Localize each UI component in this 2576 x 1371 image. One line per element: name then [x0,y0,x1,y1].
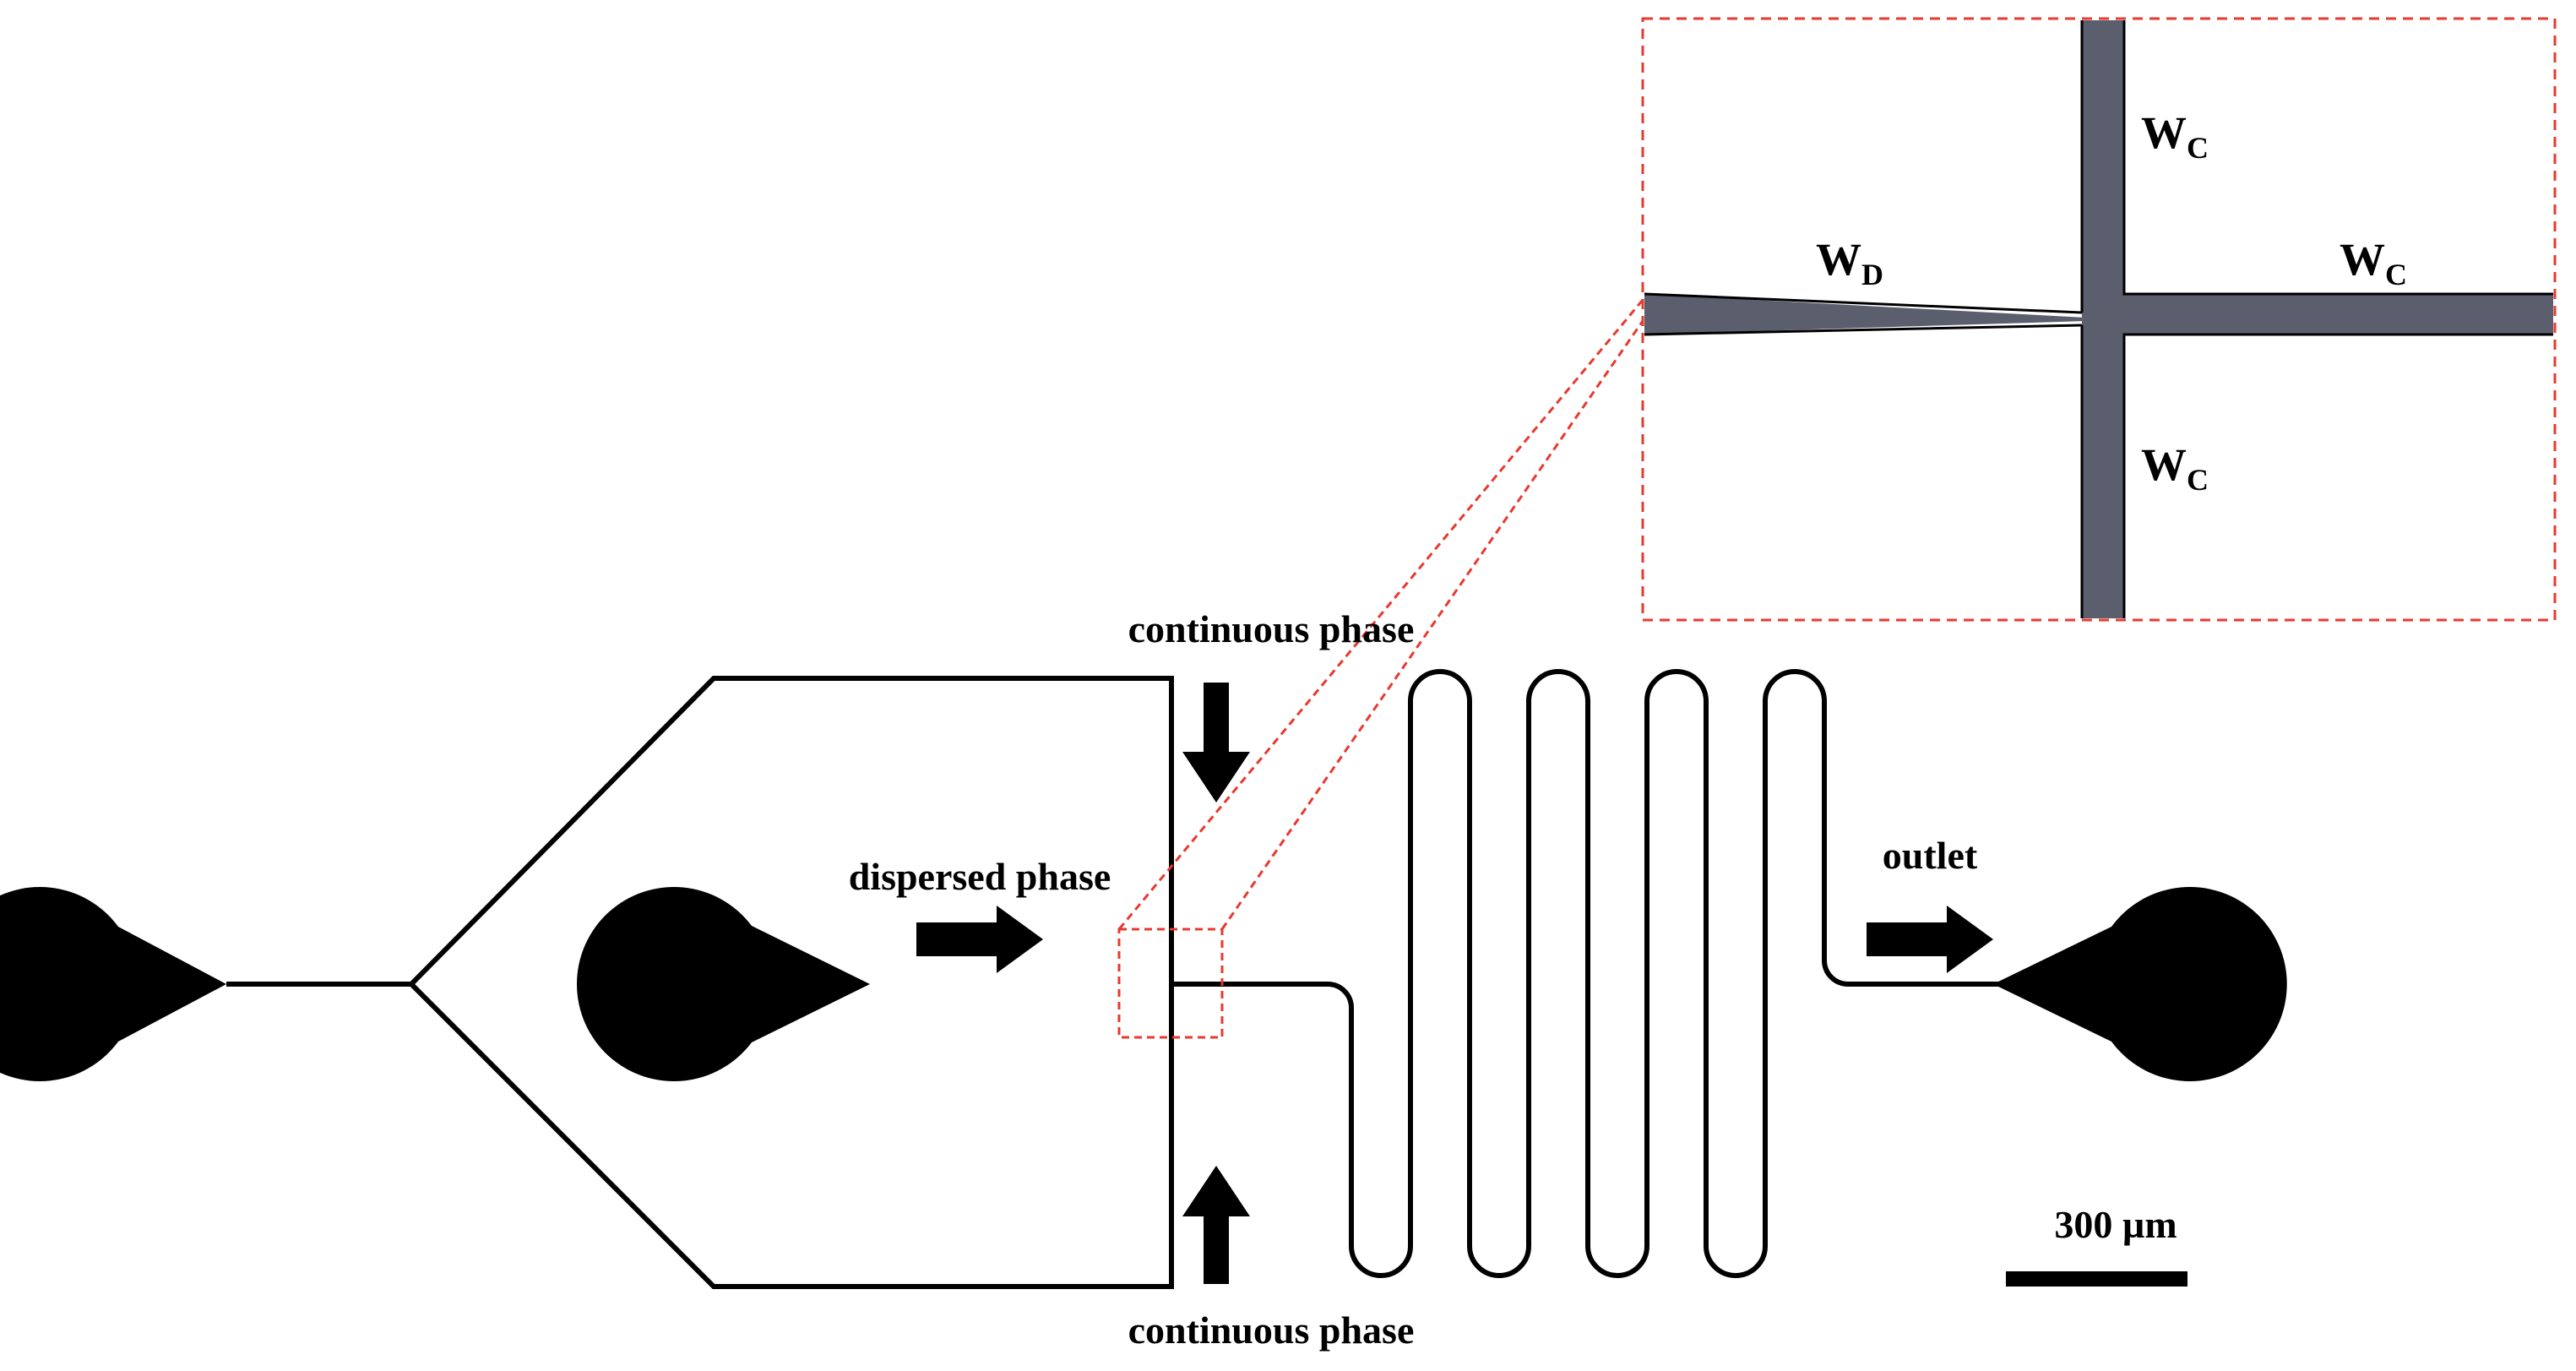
inset-label-w-c-bottom: WC [2141,439,2209,497]
zoom-line-lower [1220,320,1644,930]
continuous-lower-branch [409,982,1174,1289]
zoom-line-upper [1117,299,1644,930]
inset-dispersed-channel [1644,294,2086,335]
inset-label-w-c-right: WC [2340,234,2407,291]
continuous-phase-bottom-label: continuous phase [1128,1308,1415,1352]
junction-highlight-box [1117,928,1224,1039]
arrow-right-icon-dispersed [916,906,1043,973]
scale-bar-label: 300 µm [2054,1203,2177,1246]
inset-label-w-c-top: WC [2141,107,2209,165]
junction-inset [1641,17,2557,622]
arrow-up-icon [1182,1166,1250,1284]
dispersed-phase-label: dispersed phase [849,855,1111,898]
inset-label-w-d: WD [1816,234,1883,291]
continuous-phase-top-label: continuous phase [1128,607,1415,650]
inset-outlet-channel [2082,294,2553,335]
outlet-label: outlet [1883,834,1978,877]
arrow-down-icon [1182,683,1250,802]
continuous-upper-branch [409,676,1174,987]
arrow-right-icon-outlet [1867,906,1993,973]
serpentine-meander [1171,669,2002,1278]
outlet-reservoir [1993,887,2287,1081]
continuous-inlet-reservoir [0,887,226,1081]
scale-bar [2006,1271,2187,1287]
dispersed-inlet-reservoir [576,887,870,1081]
